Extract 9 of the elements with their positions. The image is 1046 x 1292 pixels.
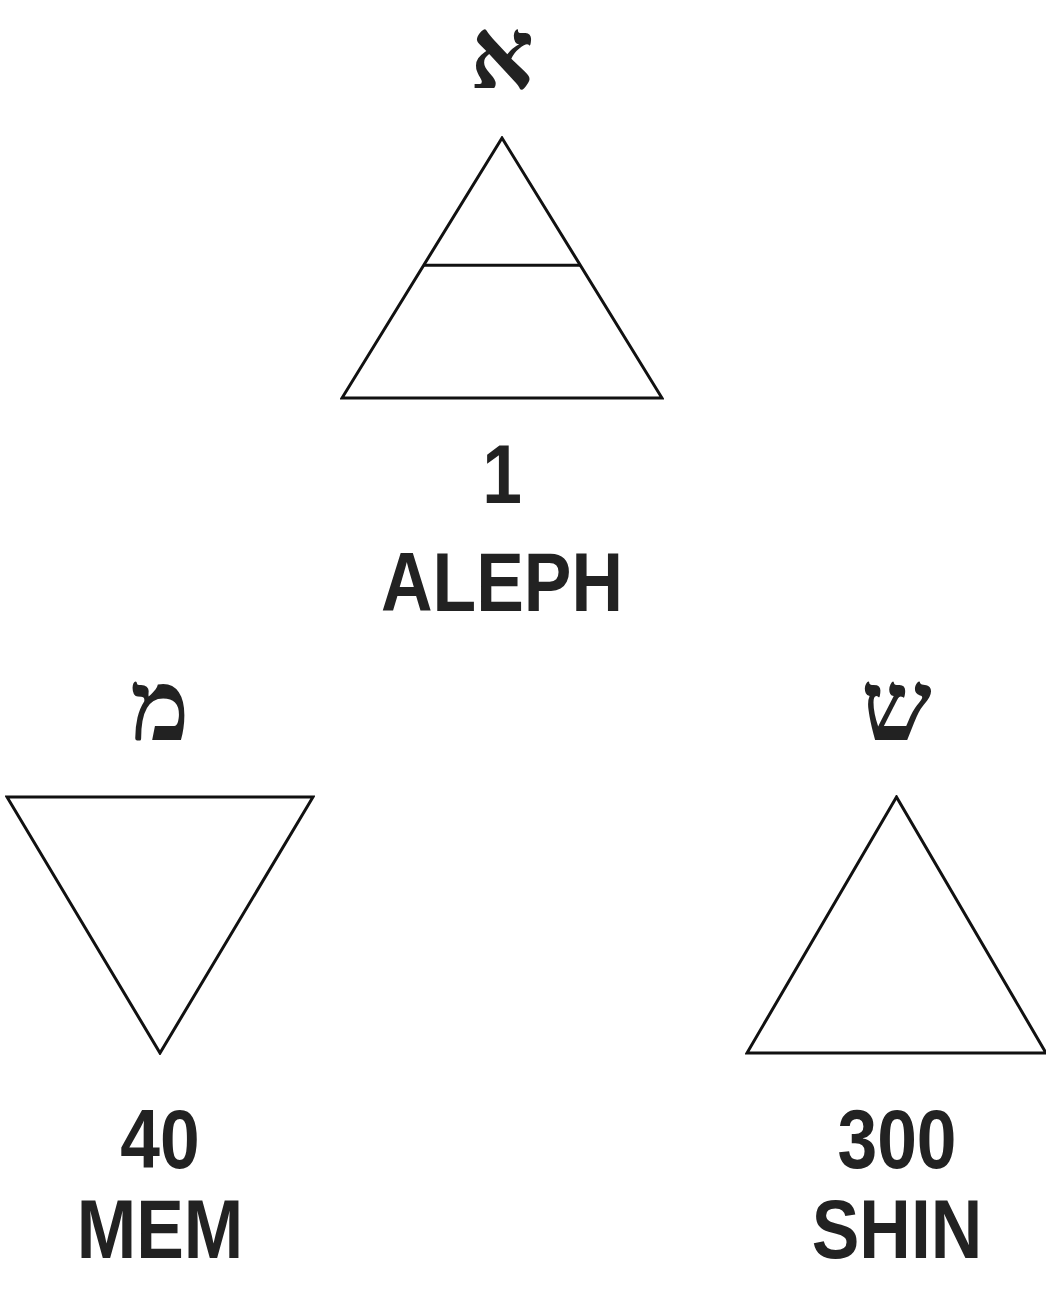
letter-name: ALEPH — [381, 540, 623, 624]
hebrew-letter: מ — [130, 657, 190, 757]
numeric-value: 1 — [482, 432, 522, 516]
numeric-value: 40 — [120, 1097, 200, 1181]
hebrew-letter: א — [469, 5, 535, 105]
letter-name: MEM — [76, 1187, 244, 1271]
numeric-value: 300 — [836, 1097, 957, 1181]
hebrew-letter: ש — [861, 657, 932, 757]
letter-name: SHIN — [811, 1187, 982, 1271]
